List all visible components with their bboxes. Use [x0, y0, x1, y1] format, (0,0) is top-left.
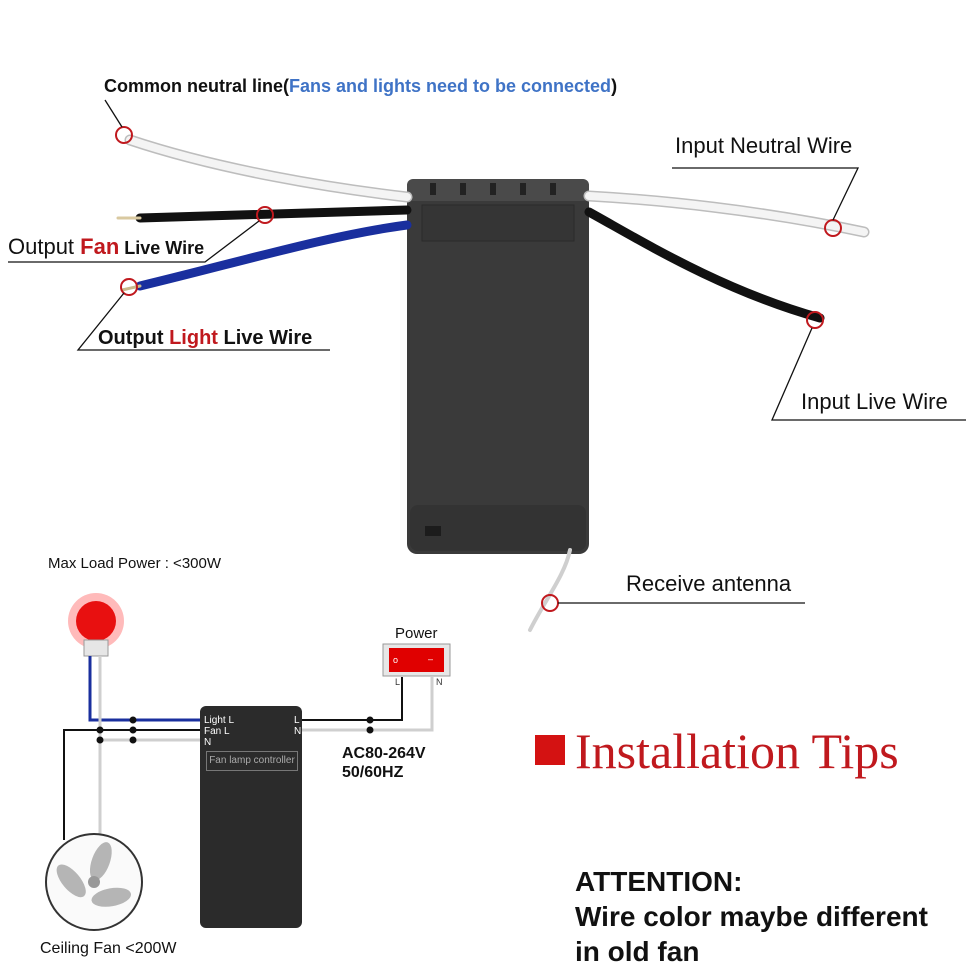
common-neutral-label: Common neutral line(Fans and lights need… [104, 76, 618, 96]
attention-note: ATTENTION: Wire color maybe different in… [575, 864, 928, 969]
term-input-l: L [294, 715, 300, 726]
attention-line2: in old fan [575, 936, 700, 967]
term-input-n: N [294, 726, 302, 737]
input-neutral-label: Input Neutral Wire [675, 133, 853, 158]
receive-antenna-label: Receive antenna [626, 571, 792, 596]
leader-lines [8, 99, 966, 604]
input-live-label: Input Live Wire [801, 389, 948, 414]
term-fan-l: Fan L [204, 726, 230, 737]
max-load-label: Max Load Power : <300W [48, 555, 222, 572]
photo-wires [116, 134, 870, 632]
output-fan-label: Output Fan Live Wire [8, 234, 205, 259]
term-light-l: Light L [204, 715, 235, 726]
light-word: Light [169, 327, 218, 349]
fan-word: Fan [80, 234, 120, 259]
ceiling-fan-label: Ceiling Fan <200W [40, 940, 177, 957]
switch-on-mark: o [393, 655, 399, 665]
switch-off-mark: – [428, 654, 434, 664]
attention-line1: Wire color maybe different [575, 901, 928, 932]
power-label: Power [395, 625, 438, 642]
controller-module [407, 179, 589, 554]
common-neutral-note: Fans and lights need to be connected [289, 76, 612, 96]
installation-tips-title: Installation Tips [575, 723, 899, 779]
controller-label: Fan lamp controller [206, 751, 298, 771]
switch-n-label: N [436, 677, 443, 687]
term-n: N [204, 737, 212, 748]
switch-l-label: L [395, 677, 401, 687]
attention-heading: ATTENTION: [575, 866, 743, 897]
output-light-label: Output Light Live Wire [98, 327, 313, 349]
schematic [45, 593, 565, 931]
